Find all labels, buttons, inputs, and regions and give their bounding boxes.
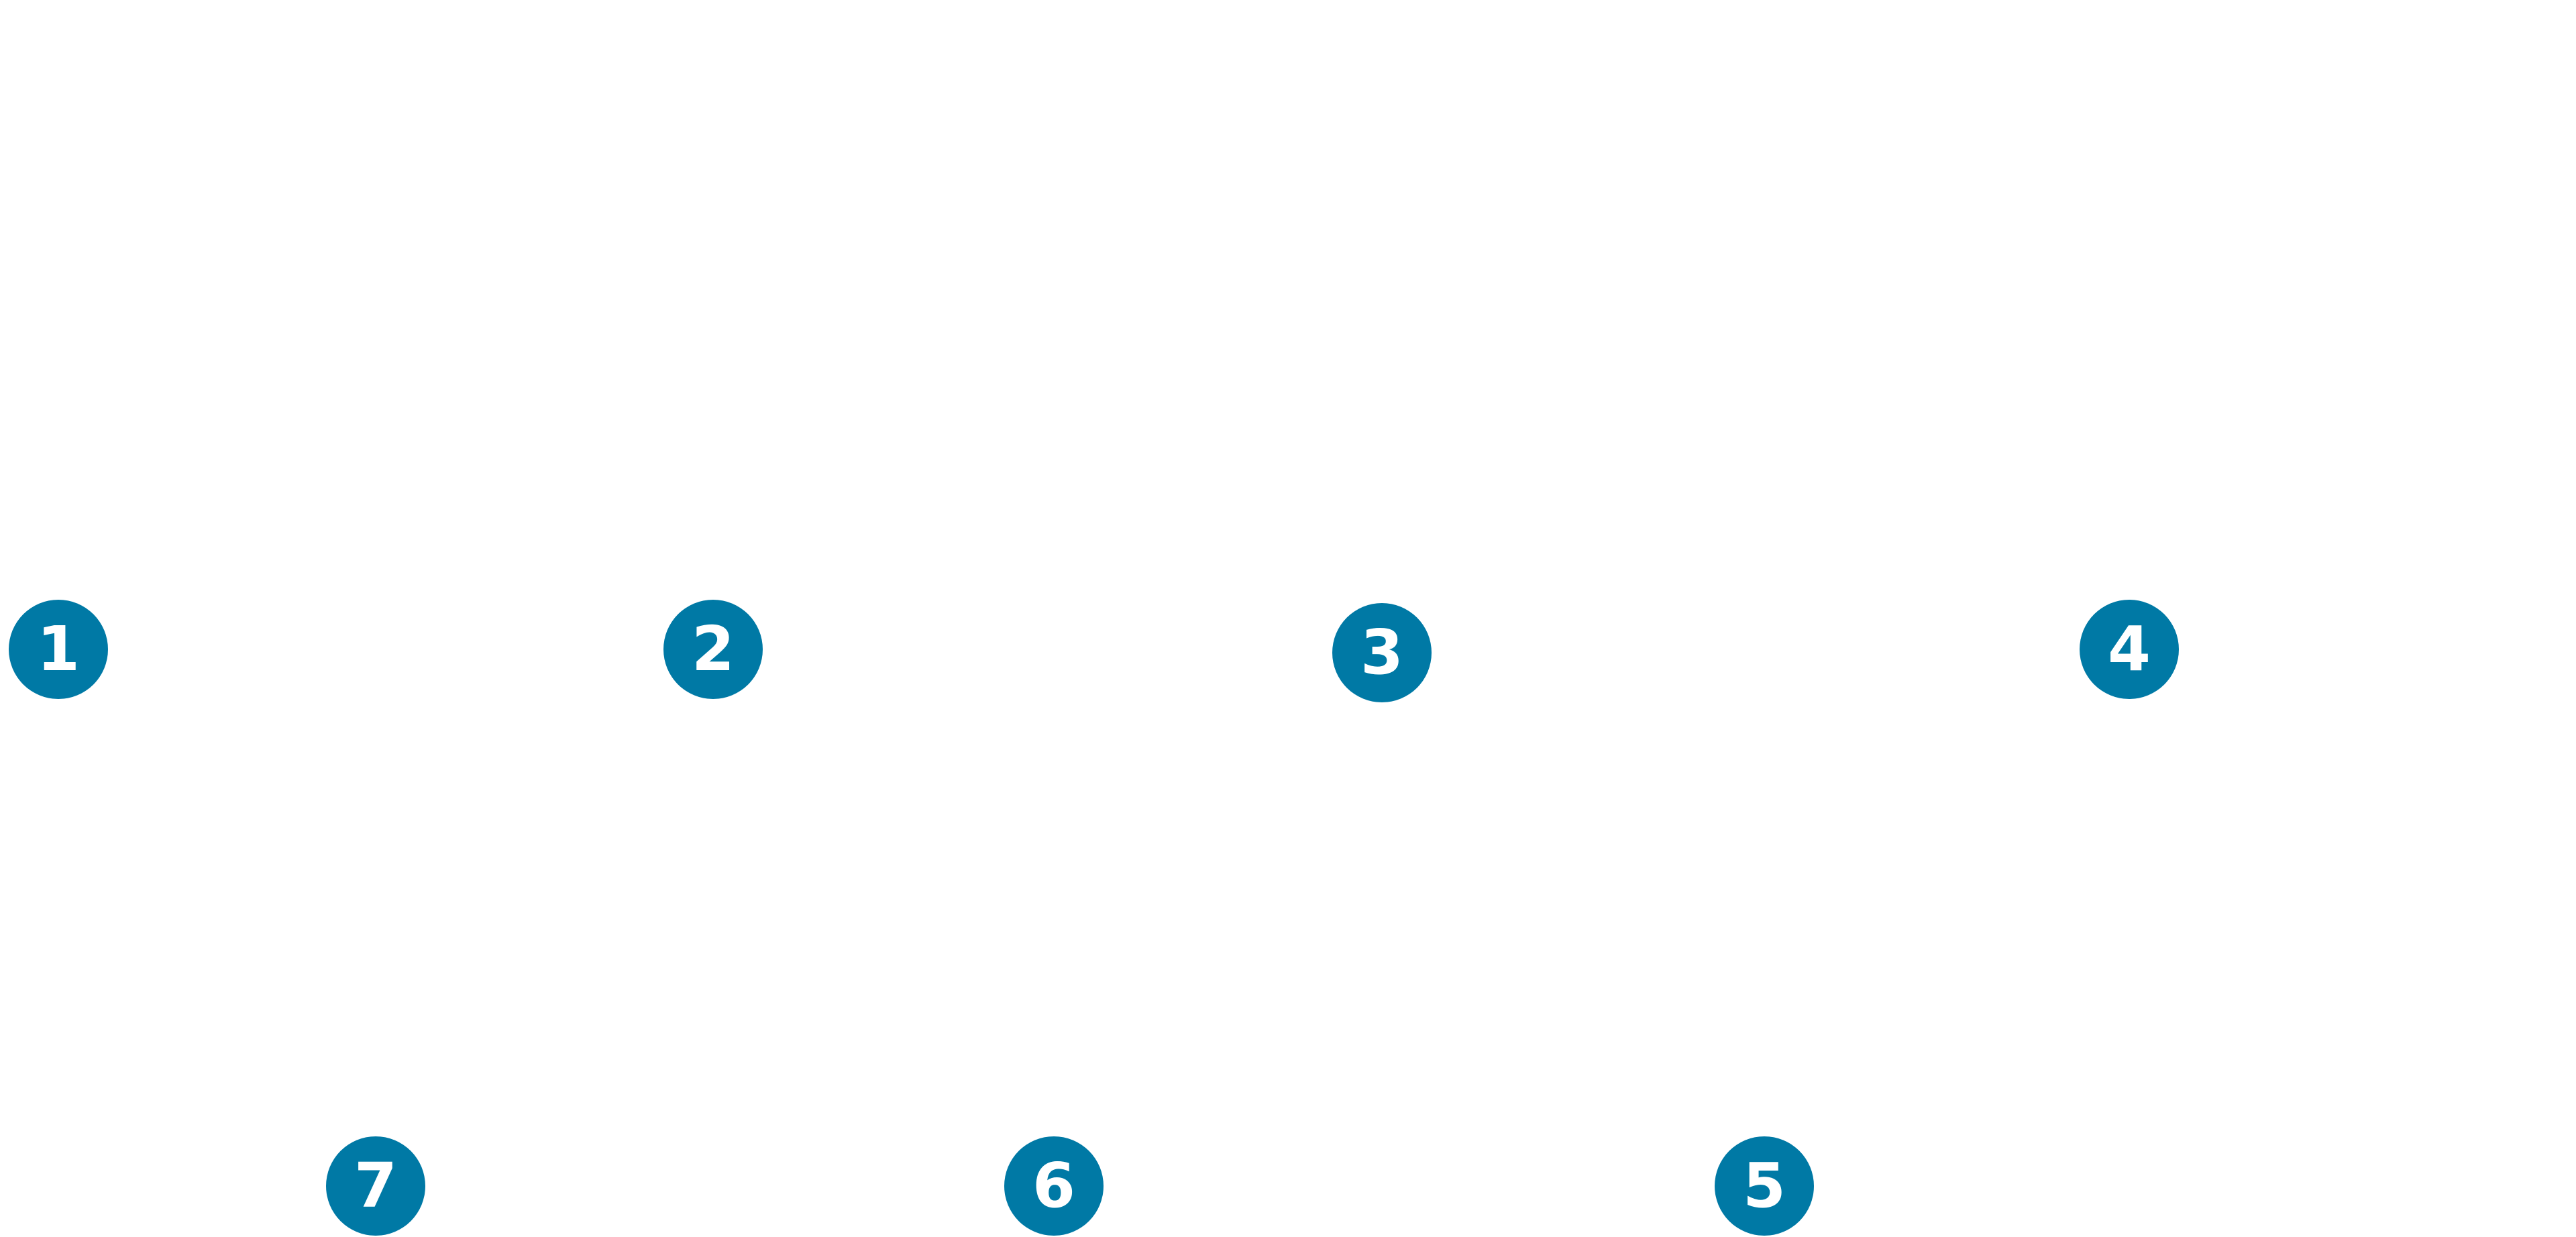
step-marker-3: 3 (1332, 603, 1432, 702)
step-marker-label: 3 (1360, 616, 1403, 688)
step-marker-7: 7 (326, 1136, 425, 1236)
step-marker-label: 4 (2107, 613, 2151, 685)
step-marker-label: 5 (1742, 1150, 1786, 1222)
step-marker-label: 7 (354, 1150, 397, 1222)
step-marker-5: 5 (1715, 1136, 1814, 1236)
step-marker-4: 4 (2080, 600, 2179, 699)
step-marker-label: 6 (1032, 1150, 1075, 1222)
step-marker-2: 2 (663, 600, 763, 699)
step-marker-6: 6 (1004, 1136, 1104, 1236)
step-marker-1: 1 (9, 600, 108, 699)
step-marker-label: 2 (691, 613, 735, 685)
step-marker-label: 1 (36, 613, 80, 685)
